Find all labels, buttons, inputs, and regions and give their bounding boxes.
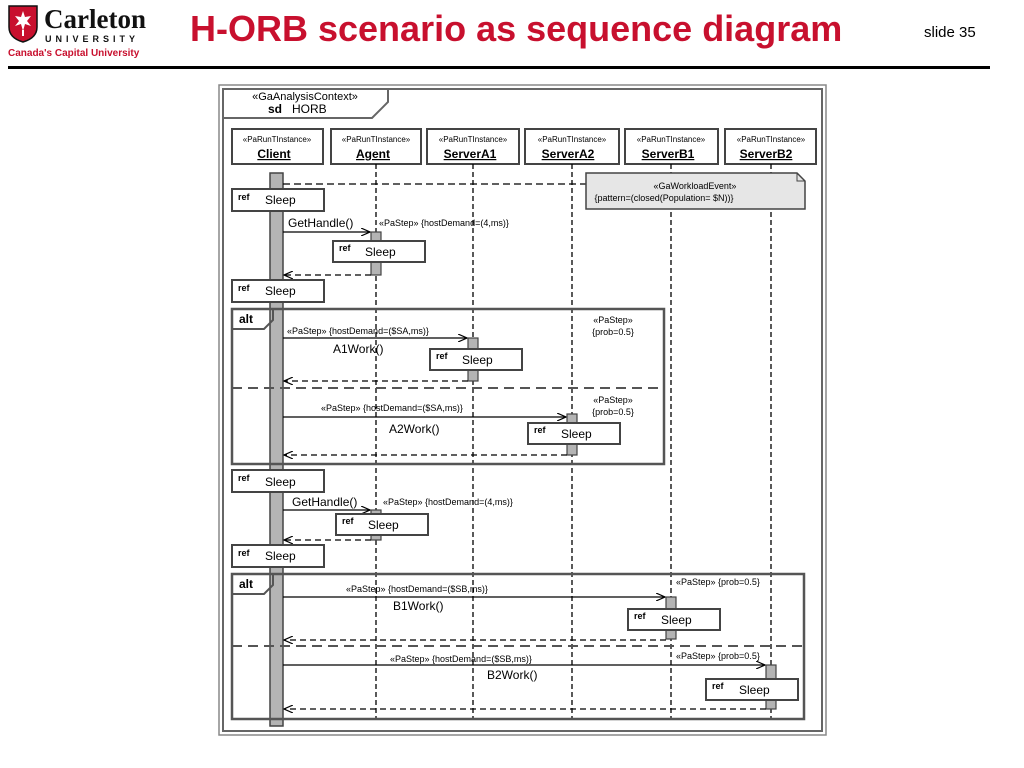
diagram-frame-inner xyxy=(222,88,823,732)
ref-name: Sleep xyxy=(265,549,296,563)
frame-name: HORB xyxy=(292,102,327,116)
message-label: A1Work() xyxy=(333,342,383,356)
ref-name: Sleep xyxy=(365,245,396,259)
ref-name: Sleep xyxy=(265,193,296,207)
ref-label: ref xyxy=(342,516,355,526)
ref-label: ref xyxy=(339,243,352,253)
guard-stereotype: «PaStep» xyxy=(593,395,633,405)
lifeline-name: ServerB1 xyxy=(642,147,695,161)
ref-label: ref xyxy=(534,425,547,435)
lifeline-name: ServerB2 xyxy=(740,147,793,161)
message-stereotype: «PaStep» {hostDemand=(4,ms)} xyxy=(379,218,509,228)
ref-label: ref xyxy=(238,192,251,202)
note-stereotype: «GaWorkloadEvent» xyxy=(654,181,737,191)
ref-name: Sleep xyxy=(739,683,770,697)
ref-label: ref xyxy=(238,548,251,558)
lifeline-name: ServerA2 xyxy=(542,147,595,161)
ref-name: Sleep xyxy=(462,353,493,367)
ref-sleep: ref Sleep xyxy=(231,188,325,212)
ref-sleep: ref Sleep xyxy=(705,678,799,701)
guard-prob: «PaStep» {prob=0.5} xyxy=(676,577,760,587)
lifeline-servera1: «PaRunTInstance» ServerA1 xyxy=(426,128,520,165)
ref-label: ref xyxy=(712,681,725,691)
logo-name: Carleton xyxy=(44,4,146,34)
ref-label: ref xyxy=(436,351,449,361)
shield-icon xyxy=(8,5,38,43)
logo-tagline: Canada's Capital University xyxy=(8,48,140,59)
ref-name: Sleep xyxy=(265,475,296,489)
header-divider xyxy=(8,66,990,69)
lifeline-serverb1: «PaRunTInstance» ServerB1 xyxy=(624,128,719,165)
ref-label: ref xyxy=(238,473,251,483)
guard-stereotype: «PaStep» xyxy=(593,315,633,325)
lifeline-name: Client xyxy=(257,147,290,161)
message-stereotype: «PaStep» {hostDemand=(4,ms)} xyxy=(383,497,513,507)
ref-sleep: ref Sleep xyxy=(231,469,325,493)
ref-name: Sleep xyxy=(368,518,399,532)
logo-university: UNIVERSITY xyxy=(45,34,140,44)
lifeline-stereotype: «PaRunTInstance» xyxy=(637,135,706,144)
guard-prob: {prob=0.5} xyxy=(592,407,634,417)
message-label: A2Work() xyxy=(389,422,439,436)
message-label: GetHandle() xyxy=(288,216,353,230)
lifeline-servera2: «PaRunTInstance» ServerA2 xyxy=(524,128,620,165)
lifeline-stereotype: «PaRunTInstance» xyxy=(538,135,607,144)
frame-stereotype: «GaAnalysisContext» xyxy=(252,91,358,103)
message-label: B2Work() xyxy=(487,668,537,682)
ref-label: ref xyxy=(634,611,647,621)
ref-name: Sleep xyxy=(661,613,692,627)
alt-label: alt xyxy=(239,577,253,591)
message-stereotype: «PaStep» {hostDemand=($SA,ms)} xyxy=(321,403,463,413)
lifeline-serverb2: «PaRunTInstance» ServerB2 xyxy=(724,128,817,165)
note-pattern: {pattern=(closed(Population= $N))} xyxy=(594,193,733,203)
lifeline-stereotype: «PaRunTInstance» xyxy=(243,135,312,144)
frame-kind: sd xyxy=(268,102,282,116)
alt-label: alt xyxy=(239,312,253,326)
ref-sleep: ref Sleep xyxy=(527,422,621,445)
ref-sleep: ref Sleep xyxy=(627,608,721,631)
lifeline-name: Agent xyxy=(356,147,390,161)
ref-sleep: ref Sleep xyxy=(231,544,325,568)
ref-sleep: ref Sleep xyxy=(231,279,325,303)
lifeline-name: ServerA1 xyxy=(444,147,497,161)
workload-note: «GaWorkloadEvent» {pattern=(closed(Popul… xyxy=(585,172,806,210)
ref-sleep: ref Sleep xyxy=(332,240,426,263)
ref-sleep: ref Sleep xyxy=(335,513,429,536)
ref-sleep: ref Sleep xyxy=(429,348,523,371)
guard-prob: «PaStep» {prob=0.5} xyxy=(676,651,760,661)
ref-label: ref xyxy=(238,283,251,293)
lifeline-stereotype: «PaRunTInstance» xyxy=(737,135,806,144)
slide-number: slide 35 xyxy=(924,24,976,41)
lifeline-client: «PaRunTInstance» Client xyxy=(231,128,324,165)
guard-prob: {prob=0.5} xyxy=(592,327,634,337)
client-activation xyxy=(269,172,284,727)
message-stereotype: «PaStep» {hostDemand=($SA,ms)} xyxy=(287,326,429,336)
ref-name: Sleep xyxy=(561,427,592,441)
carleton-logo: Carleton UNIVERSITY Canada's Capital Uni… xyxy=(8,4,153,62)
message-label: B1Work() xyxy=(393,599,443,613)
slide-title: H-ORB scenario as sequence diagram xyxy=(190,8,843,49)
alt-fragment-a: alt xyxy=(230,307,666,466)
ref-name: Sleep xyxy=(265,284,296,298)
lifeline-stereotype: «PaRunTInstance» xyxy=(439,135,508,144)
lifeline-stereotype: «PaRunTInstance» xyxy=(342,135,411,144)
message-stereotype: «PaStep» {hostDemand=($SB,ms)} xyxy=(390,654,532,664)
message-label: GetHandle() xyxy=(292,495,357,509)
message-stereotype: «PaStep» {hostDemand=($SB,ms)} xyxy=(346,584,488,594)
alt-fragment-b: alt xyxy=(230,572,806,721)
lifeline-agent: «PaRunTInstance» Agent xyxy=(330,128,422,165)
frame-label-tab xyxy=(223,89,389,119)
